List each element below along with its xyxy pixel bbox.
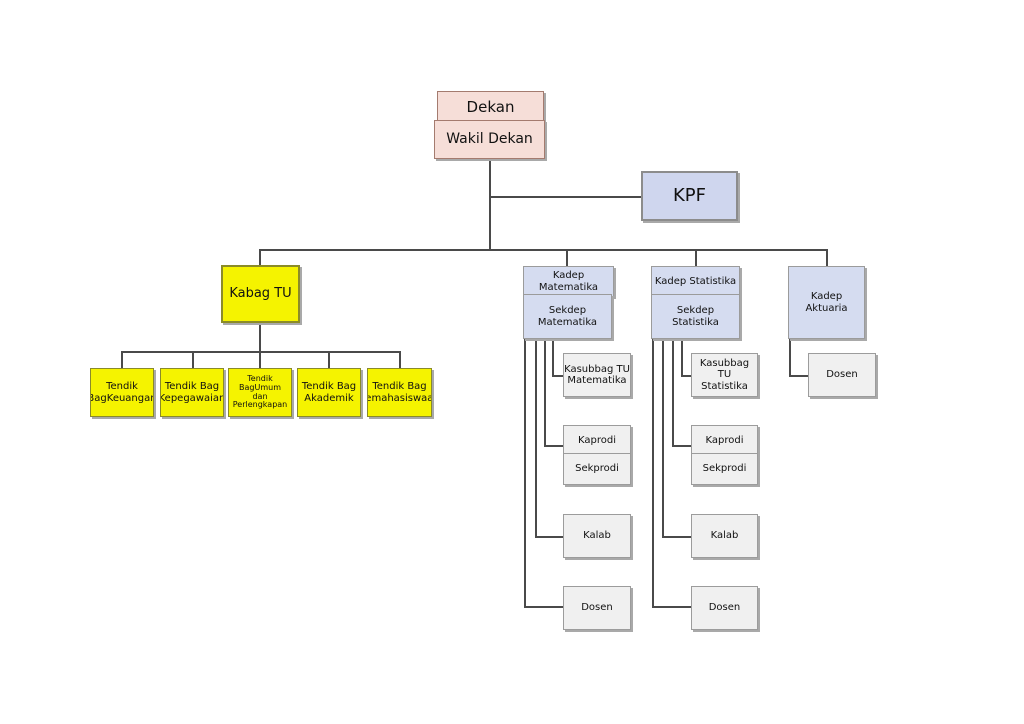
connector-kpf [490, 196, 641, 198]
kadep-matematika-box: Kadep Matematika [523, 266, 614, 297]
connector-matematika-left-rail [524, 339, 526, 606]
dosen-matematika-box: Dosen [563, 586, 631, 630]
connector-tendik-3 [259, 351, 261, 369]
connector-dekan-trunk [489, 160, 491, 250]
connector-matematika-small-rail [552, 339, 554, 376]
connector-statistika-small-rail [681, 339, 683, 376]
sekprodi-statistika-box: Sekprodi [691, 453, 758, 485]
connector-matematika-inner-rail [544, 339, 546, 446]
connector-tendik-4 [328, 351, 330, 369]
kadep-aktuaria-box: Kadep Aktuaria [788, 266, 865, 339]
kasubbag-tu-statistika-box: Kasubbag TU Statistika [691, 353, 758, 397]
kaprodi-matematika-box: Kaprodi [563, 425, 631, 456]
connector-aktuaria-down [789, 339, 791, 376]
connector-statistika-kaprodi [672, 445, 691, 447]
connector-matematika-mid-rail [535, 339, 537, 537]
connector-main-horizontal [259, 249, 828, 251]
connector-statistika-kasubbag [681, 375, 691, 377]
connector-matematika-kaprodi [544, 445, 563, 447]
connector-tendik-2 [192, 351, 194, 369]
connector-statistika-left-rail [652, 339, 654, 606]
kpf-box: KPF [641, 171, 738, 221]
connector-statistika-mid-rail [662, 339, 664, 537]
connector-kabag-down [259, 323, 261, 352]
connector-tendik-1 [121, 351, 123, 369]
dekan-box: Dekan [437, 91, 544, 123]
sekprodi-matematika-box: Sekprodi [563, 453, 631, 485]
tendik-kemahasiswaan-box: Tendik Bag Kemahasiswaan [367, 368, 432, 417]
dosen-aktuaria-box: Dosen [808, 353, 876, 397]
kadep-statistika-box: Kadep Statistika [651, 266, 740, 297]
kalab-matematika-box: Kalab [563, 514, 631, 558]
sekdep-statistika-box: Sekdep Statistika [651, 294, 740, 339]
kabag-tu-box: Kabag TU [221, 265, 300, 323]
connector-matematika-kalab [535, 536, 563, 538]
connector-statistika-dosen [652, 606, 691, 608]
connector-matematika-dosen [524, 606, 563, 608]
connector-kabag-drop [259, 249, 261, 266]
connector-matematika-kasubbag [552, 375, 563, 377]
kaprodi-statistika-box: Kaprodi [691, 425, 758, 456]
tendik-keuangan-box: Tendik BagKeuangan [90, 368, 154, 417]
wakil-dekan-box: Wakil Dekan [434, 120, 545, 159]
connector-statistika-inner-rail [672, 339, 674, 446]
sekdep-matematika-box: Sekdep Matematika [523, 294, 612, 339]
connector-aktuaria-dosen [789, 375, 808, 377]
tendik-kepegawaian-box: Tendik Bag Kepegawaian [160, 368, 224, 417]
kalab-statistika-box: Kalab [691, 514, 758, 558]
connector-statistika-kalab [662, 536, 691, 538]
tendik-akademik-box: Tendik Bag Akademik [297, 368, 361, 417]
kasubbag-tu-matematika-box: Kasubbag TU Matematika [563, 353, 631, 397]
tendik-umum-box: Tendik BagUmum dan Perlengkapan [228, 368, 292, 417]
connector-statistika-drop [695, 249, 697, 267]
connector-tendik-5 [399, 351, 401, 369]
dosen-statistika-box: Dosen [691, 586, 758, 630]
connector-aktuaria-drop [826, 249, 828, 266]
connector-matematika-drop [566, 249, 568, 267]
